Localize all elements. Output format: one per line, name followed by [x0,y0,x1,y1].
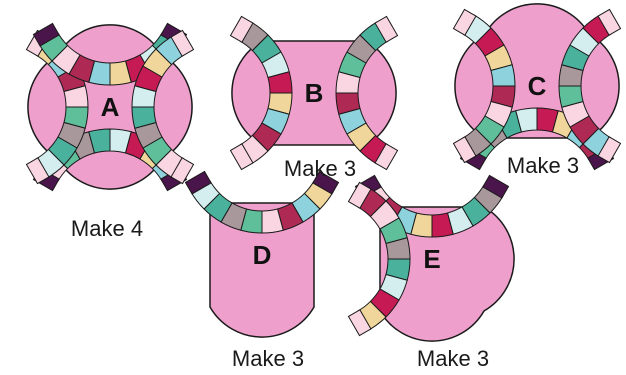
block-letter: E [423,244,440,274]
block-e: E [348,175,514,341]
block-letter: B [305,78,324,108]
caption-b: Make 3 [284,156,356,182]
block-letter: C [528,71,547,101]
caption-a: Make 4 [71,216,143,242]
caption-e: Make 3 [417,346,489,372]
block-letter: A [101,92,120,122]
block-d: D [185,171,338,337]
caption-c: Make 3 [507,153,579,179]
caption-d: Make 3 [232,346,304,372]
block-letter: D [253,240,272,270]
block-c: C [453,4,620,170]
block-a: A [26,23,193,190]
block-b: B [230,16,397,169]
